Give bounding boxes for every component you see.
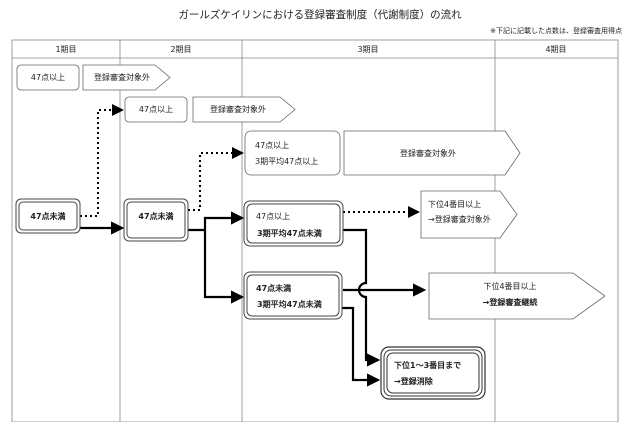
p3a-exempt-pentagon: [343, 130, 521, 176]
points-note: ※下記に記載した点数は、登録審査用得点: [490, 26, 622, 35]
p3c-line1: 47点未満: [256, 283, 291, 293]
p1-above-box: [16, 64, 80, 91]
p1-exempt-pentagon: [82, 64, 171, 91]
column-header-period-3: 3期目: [357, 45, 378, 54]
p2-exempt-label: 登録審査対象外: [210, 104, 266, 114]
p4-continue-line1: 下位4番目以上: [483, 281, 536, 291]
p2-below-label: 47点未満: [138, 211, 173, 221]
arrow-p3c-to-removal: [341, 306, 381, 387]
p3c-box: [243, 271, 343, 320]
p4-removal-box: [380, 346, 486, 400]
p4-removal-line1: 下位1～3番目まで: [394, 360, 461, 370]
p3b-line1: 47点以上: [256, 212, 290, 221]
p3a-line1: 47点以上: [255, 141, 289, 150]
p2-below-box: [123, 198, 189, 242]
p1-below-box: [15, 198, 81, 234]
p4-removal-line2: →登録消除: [394, 376, 434, 386]
p4-continue-line2: →登録審査継続: [483, 297, 538, 307]
arrow-p3b-to-removal: [343, 228, 381, 367]
p3a-exempt-label: 登録審査対象外: [400, 148, 456, 158]
connectors: [80, 104, 427, 387]
dotted-arrow-p2-to-p3a: [188, 147, 244, 211]
p2-above-label: 47点以上: [139, 105, 173, 114]
p3b-line2: 3期平均47点未満: [257, 228, 322, 238]
p2-exempt-pentagon: [192, 96, 296, 123]
p1-above-label: 47点以上: [31, 73, 65, 82]
column-header-period-4: 4期目: [545, 45, 566, 54]
p3a-box: [244, 130, 341, 176]
arrow-p2-to-p3c: [203, 230, 245, 304]
p4-continue-pentagon: [428, 272, 606, 320]
p3b-box: [243, 200, 344, 247]
p4-exempt-line1: 下位4番目以上: [428, 199, 481, 209]
p3a-line2: 3期平均47点以上: [255, 156, 318, 166]
dotted-arrow-p1-to-p2-above: [80, 104, 124, 217]
column-header-period-1: 1期目: [55, 45, 76, 54]
p3c-line2: 3期平均47点未満: [257, 299, 322, 309]
diagram-title: ガールズケイリンにおける登録審査制度（代謝制度）の流れ: [178, 8, 462, 21]
p1-below-label: 47点未満: [30, 211, 65, 221]
arrow-p2-to-p3b: [188, 211, 245, 232]
column-header-period-2: 2期目: [170, 45, 191, 54]
p2-above-box: [124, 96, 188, 123]
p4-exempt-pentagon: [420, 190, 518, 239]
p4-exempt-line2: →登録審査対象外: [428, 214, 491, 224]
p1-exempt-label: 登録審査対象外: [94, 72, 150, 82]
